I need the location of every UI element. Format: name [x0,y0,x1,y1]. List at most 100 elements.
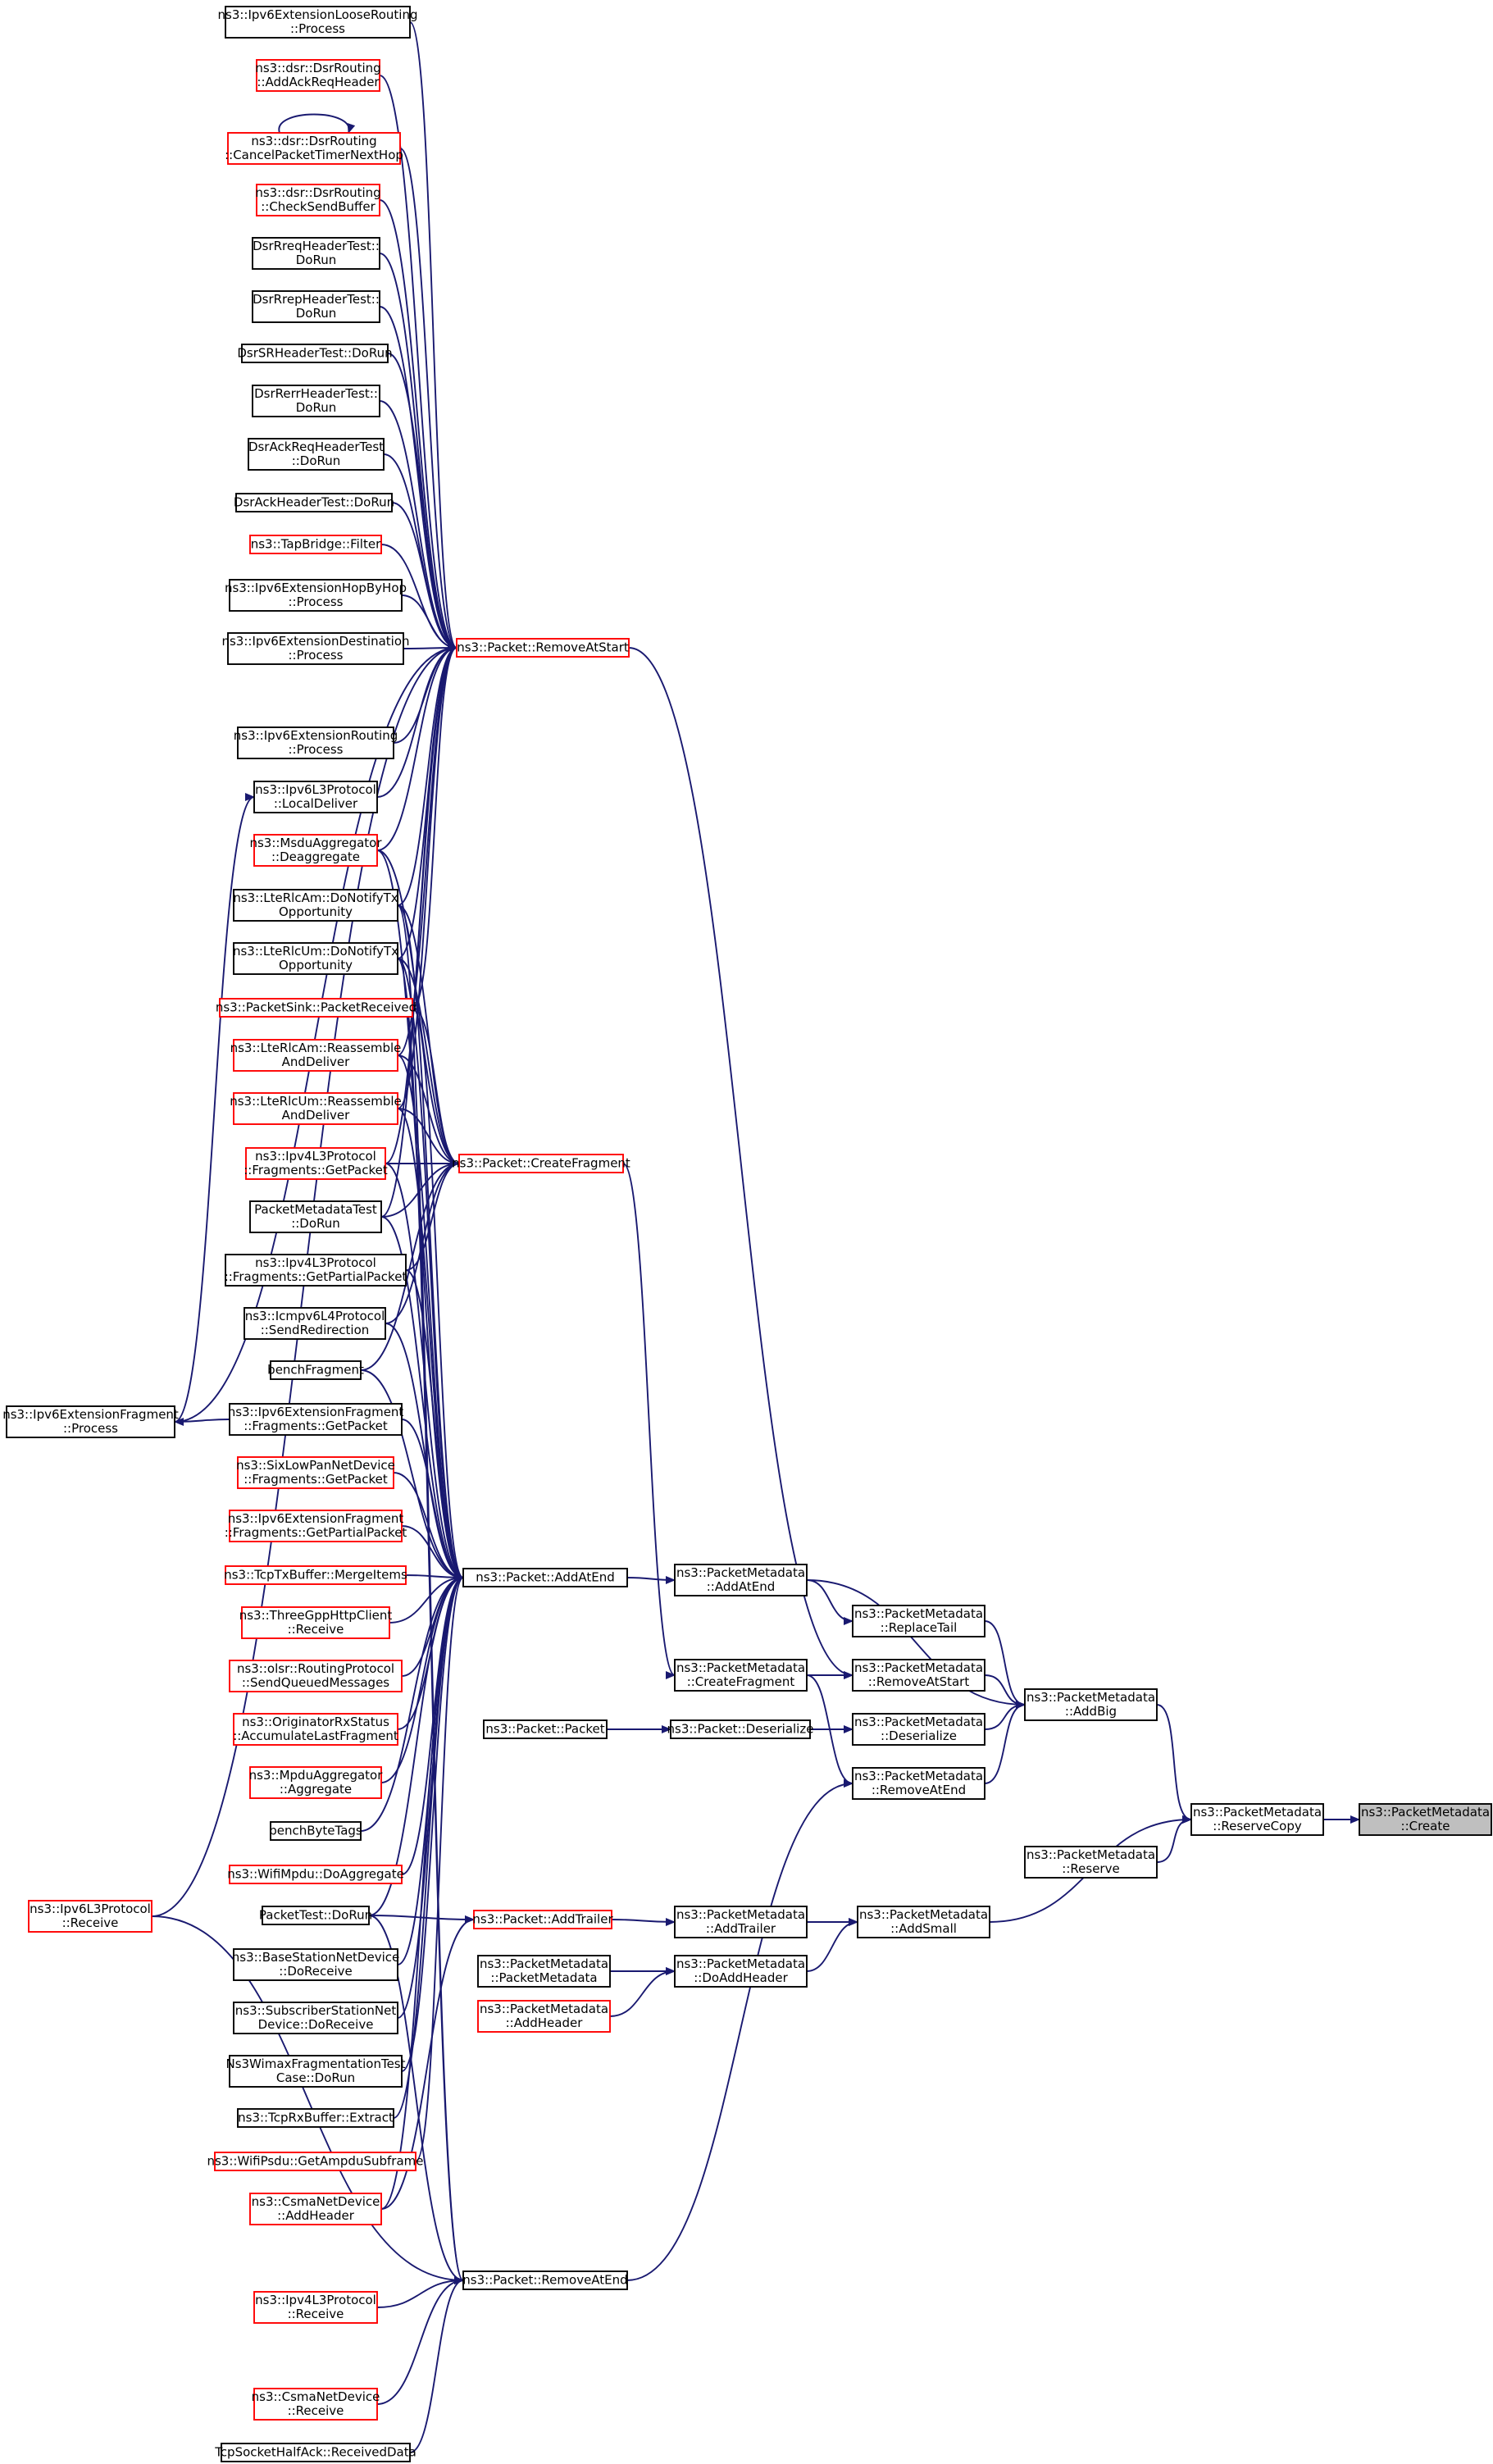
call-edge-c26-to-n15 [360,1369,464,1582]
graph-node[interactable]: ns3::ThreeGppHttpClient::Receive [239,1606,393,1639]
node-box [852,1605,985,1637]
graph-node[interactable]: ns3::PacketMetadata::Reserve [1024,1846,1158,1879]
graph-node[interactable]: ns3::PacketMetadata::AddBig [1024,1688,1158,1721]
graph-node[interactable]: ns3::BaseStationNetDevice::DoReceive [232,1948,399,1981]
graph-node[interactable]: DsrAckHeaderTest::DoRun [234,493,394,512]
graph-node[interactable]: ns3::WifiMpdu::DoAggregate [227,1865,404,1884]
graph-node[interactable]: ns3::dsr::DsrRouting::AddAckReqHeader [255,59,381,92]
graph-node[interactable]: ns3::TapBridge::Filter [249,535,382,554]
graph-node[interactable]: ns3::Ipv6ExtensionRouting::Process [234,726,398,759]
graph-node[interactable]: PacketMetadataTest::DoRun [249,1200,382,1233]
graph-node[interactable]: DsrRrepHeaderTest::DoRun [252,290,380,323]
graph-node[interactable]: ns3::Packet::AddTrailer [472,1910,613,1929]
call-edge-n16-to-n10 [611,1917,676,1926]
graph-node[interactable]: ns3::PacketMetadata::AddTrailer [674,1906,808,1938]
graph-node[interactable]: benchFragment [267,1360,364,1380]
node-label-line: ns3::SixLowPanNetDevice [236,1458,395,1473]
graph-node[interactable]: ns3::Packet::Deserialize [667,1719,814,1739]
graph-node[interactable]: ns3::Packet::AddAtEnd [462,1568,628,1587]
call-edge-c8-to-n20 [379,400,457,652]
graph-node[interactable]: ns3::PacketMetadata::AddHeader [477,2000,611,2033]
graph-node[interactable]: ns3::PacketMetadata::DoAddHeader [674,1955,808,1988]
graph-node[interactable]: ns3::Packet::Packet [483,1719,608,1739]
graph-node[interactable]: ns3::SixLowPanNetDevice::Fragments::GetP… [236,1456,395,1489]
graph-node[interactable]: ns3::TcpTxBuffer::MergeItems [224,1565,407,1585]
graph-node[interactable]: ns3::dsr::DsrRouting::CancelPacketTimerN… [225,132,403,165]
graph-node[interactable]: ns3::PacketMetadata::AddAtEnd [674,1564,808,1596]
graph-node[interactable]: ns3::Ipv6ExtensionDestination::Process [221,632,410,665]
graph-node[interactable]: ns3::Ipv6ExtensionFragment::Fragments::G… [228,1403,404,1436]
graph-node[interactable]: ns3::Packet::RemoveAtStart [456,638,630,658]
node-label-line: ::ReserveCopy [1213,1819,1302,1833]
call-edge-c2-to-n20 [379,75,457,652]
node-label-line: ns3::Ipv6ExtensionFragment [228,1405,404,1419]
node-label-line: ::RemoveAtStart [868,1674,970,1689]
call-edge-c43-to-n16 [380,1915,475,2210]
graph-node[interactable]: ns3::olsr::RoutingProtocol::SendQueuedMe… [229,1660,403,1692]
node-box [477,2000,611,2033]
graph-node[interactable]: TcpSocketHalfAck::ReceivedData [214,2443,416,2462]
node-box [462,2270,628,2290]
node-label-line: ::Receive [288,2307,344,2321]
graph-node[interactable]: ns3::PacketMetadata::CreateFragment [674,1659,808,1692]
graph-node[interactable]: benchByteTags [269,1821,362,1841]
node-label-line: ::AddAtEnd [707,1579,776,1594]
graph-node[interactable]: ns3::PacketSink::PacketReceived [216,998,416,1018]
graph-node[interactable]: ns3::PacketMetadata::RemoveAtEnd [852,1767,985,1800]
graph-node[interactable]: ns3::Packet::CreateFragment [452,1154,630,1173]
graph-node[interactable]: DsrSRHeaderTest::DoRun [237,344,393,363]
node-box [483,1719,608,1739]
node-box [674,1659,808,1692]
graph-node[interactable]: ns3::Ipv6ExtensionFragment::Process [2,1405,179,1438]
node-label-line: ::Process [63,1421,118,1436]
graph-node[interactable]: ns3::Packet::RemoveAtEnd [462,2270,628,2290]
node-box [233,1039,398,1072]
graph-node[interactable]: ns3::OriginatorRxStatus::AccumulateLastF… [233,1713,398,1746]
graph-node[interactable]: ns3::CsmaNetDevice::Receive [252,2388,380,2421]
graph-node[interactable]: ns3::Ipv4L3Protocol::Fragments::GetPacke… [244,1147,388,1180]
graph-node[interactable]: DsrAckReqHeaderTest::DoRun [248,438,385,471]
graph-node[interactable]: ns3::Icmpv6L4Protocol::SendRedirection [244,1307,386,1340]
graph-node[interactable]: ns3::Ipv6ExtensionHopByHop::Process [225,579,407,612]
graph-node[interactable]: ns3::Ipv6L3Protocol::Receive [28,1900,152,1933]
node-box [241,344,389,363]
graph-node[interactable]: ns3::Ipv6L3Protocol::LocalDeliver [253,781,378,813]
graph-node[interactable]: ns3::WifiPsdu::GetAmpduSubframe [207,2152,424,2171]
graph-node[interactable]: DsrRerrHeaderTest::DoRun [252,385,380,417]
graph-node[interactable]: ns3::MpduAggregator::Aggregate [249,1766,384,1799]
node-label-line: ns3::PacketMetadata [676,1565,805,1580]
node-label-line: ::Fragments::GetPacket [244,1163,388,1177]
node-box [233,1092,398,1125]
graph-node[interactable]: ns3::PacketMetadata::Deserialize [852,1713,985,1746]
graph-node[interactable]: PacketTest::DoRun [259,1906,372,1925]
call-edge-n8-to-n2 [984,1701,1026,1730]
graph-node[interactable]: ns3::PacketMetadata::ReserveCopy [1190,1803,1324,1836]
graph-node[interactable]: ns3::PacketMetadata::ReplaceTail [852,1605,985,1637]
node-label-line: ns3::dsr::DsrRouting [255,185,380,200]
graph-node[interactable]: ns3::PacketMetadata::RemoveAtStart [852,1659,985,1692]
graph-node[interactable]: ns3::dsr::DsrRouting::CheckSendBuffer [255,184,381,216]
graph-node[interactable]: DsrRreqHeaderTest::DoRun [252,237,380,270]
graph-node[interactable]: ns3::TcpRxBuffer::Extract [237,2108,394,2128]
graph-node[interactable]: ns3::Ipv4L3Protocol::Fragments::GetParti… [225,1254,407,1287]
node-box [262,1906,370,1925]
node-label-line: ns3::PacketMetadata [854,1769,983,1783]
graph-node[interactable]: ns3::MsduAggregator::Deaggregate [249,834,382,867]
call-edge-c7-to-n20 [387,353,457,652]
graph-node[interactable]: ns3::PacketMetadata::PacketMetadata [477,1955,611,1988]
node-box [1024,1688,1158,1721]
graph-node[interactable]: ns3::Ipv4L3Protocol::Receive [253,2291,378,2324]
node-label-line: DsrRrepHeaderTest:: [253,292,380,307]
graph-node[interactable]: ns3::PacketMetadata::AddSmall [857,1906,990,1938]
graph-node[interactable]: ns3::CsmaNetDevice::AddHeader [249,2193,382,2225]
node-label-line: ns3::Ipv6ExtensionLooseRouting [218,7,418,22]
graph-node[interactable]: ns3::Ipv6ExtensionLooseRouting::Process [218,6,418,39]
node-label-line: ns3::Ipv6ExtensionDestination [221,634,409,649]
graph-node[interactable]: ns3::SubscriberStationNetDevice::DoRecei… [233,2002,398,2034]
graph-node[interactable]: ns3::Ipv6ExtensionFragment::Fragments::G… [225,1510,407,1542]
